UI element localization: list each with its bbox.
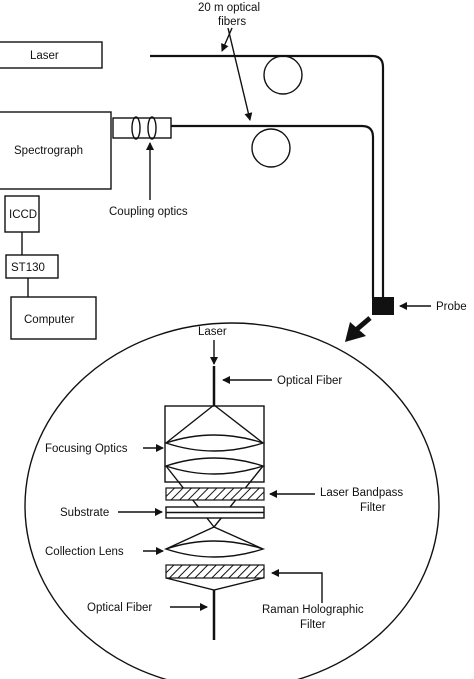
substrate-label: Substrate [60, 507, 109, 519]
laser-optical-fiber [150, 54, 385, 298]
focusing-optics-housing [164, 405, 265, 483]
computer-box [10, 296, 97, 340]
focusing-lens-1 [163, 434, 266, 452]
laser-bandpass-filter [165, 487, 265, 501]
spectrograph-label: Spectrograph [14, 145, 83, 157]
laser-bandpass-label-line1: Laser Bandpass [320, 487, 403, 499]
raman-filter-label-line1: Raman Holographic [262, 604, 364, 616]
st130-label: ST130 [11, 262, 45, 274]
collection-optical-fiber [171, 124, 375, 298]
collection-lens [163, 540, 266, 558]
fiber-coil-lower [251, 128, 291, 168]
laser-box [0, 41, 103, 69]
spectrograph-box [0, 111, 112, 190]
fiber-note-line1: 20 m optical [198, 2, 260, 14]
beam-diverge-left [165, 404, 215, 444]
coupling-lens-1 [131, 116, 141, 140]
fiber-note-arrow-lower [227, 27, 253, 121]
beam-scatter-left [165, 526, 215, 550]
probe-block [372, 297, 394, 315]
raman-filter-label-line2: Filter [300, 619, 326, 631]
output-focus-cone [165, 577, 264, 591]
raman-filter-arrow [271, 569, 323, 603]
coupling-lens-2 [147, 116, 157, 140]
fiber-note-arrow-upper [221, 27, 233, 52]
zoom-arrow-head [345, 322, 366, 342]
collection-lens-label: Collection Lens [45, 546, 124, 558]
computer-label: Computer [24, 314, 75, 326]
fiber-coil-upper [263, 55, 303, 95]
beam-scatter-right [213, 526, 264, 550]
optical-fiber-top-label: Optical Fiber [277, 375, 342, 387]
iccd-box [4, 195, 40, 233]
fiber-note-line2: fibers [218, 16, 246, 28]
focusing-optics-label: Focusing Optics [45, 443, 128, 455]
raman-holographic-filter [165, 564, 265, 579]
laser-bandpass-label-line2: Filter [360, 502, 386, 514]
probe-label: Probe [436, 301, 467, 313]
zoom-arrow-shaft [354, 316, 372, 332]
coupling-optics-label: Coupling optics [109, 206, 188, 218]
detail-laser-label: Laser [198, 326, 227, 338]
beam-diverge-right [213, 404, 264, 444]
st130-box [5, 254, 59, 279]
iccd-label: ICCD [9, 209, 37, 221]
optical-fiber-bottom-label: Optical Fiber [87, 602, 152, 614]
laser-label: Laser [30, 50, 59, 62]
coupling-optics-housing [112, 117, 172, 139]
probe-detail-circle [24, 322, 440, 679]
